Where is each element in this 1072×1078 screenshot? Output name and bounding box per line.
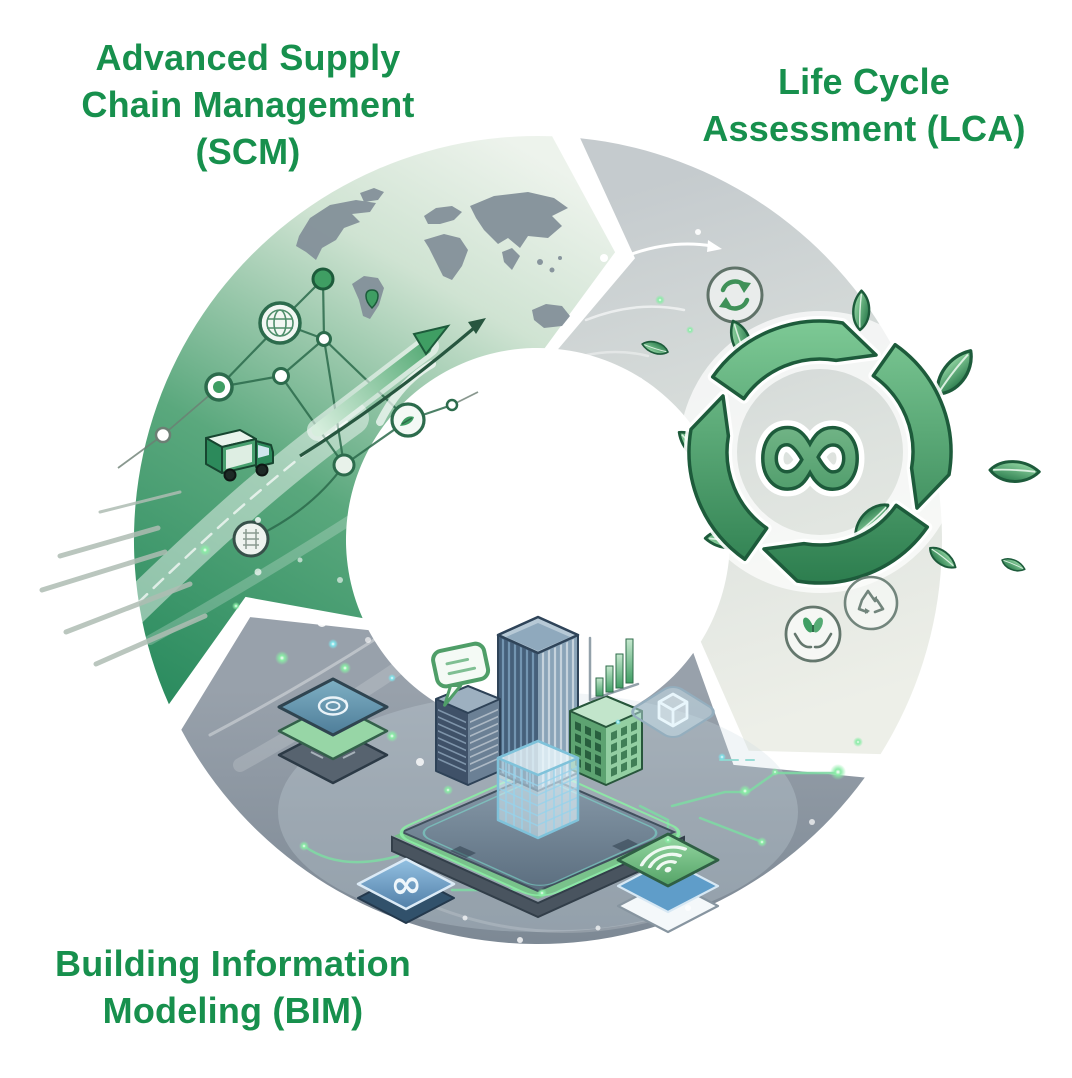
green-building [569, 695, 643, 786]
circular-arrow-icon [687, 394, 769, 562]
circular-arrows-ring [684, 316, 956, 588]
network-node [332, 453, 356, 477]
wifi-tile-icon [616, 832, 720, 934]
layer-tiles-icon [277, 677, 389, 785]
recycle-icon [843, 575, 899, 631]
speed-streaks [39, 490, 208, 667]
network-node [316, 331, 332, 347]
label-scm-line1: Advanced Supply [95, 37, 401, 78]
skyscraper-left [435, 685, 501, 786]
bim-illustration: ∞ [277, 615, 863, 943]
speech-bubble-icon [431, 641, 491, 707]
logistics-network [117, 267, 479, 558]
circular-arrow-icon [710, 319, 878, 401]
hands-holding-plant-icon [784, 605, 842, 663]
label-scm-line2: Chain Management [81, 84, 415, 125]
map-pin-icon [365, 289, 379, 310]
label-bim-line1: Building Information [55, 943, 411, 984]
label-bim-line2: Modeling (BIM) [102, 990, 364, 1031]
motion-arrows [546, 240, 722, 370]
wireframe-building [496, 739, 580, 840]
network-node [154, 426, 172, 444]
cube-tile-icon [631, 686, 715, 738]
glow-dots-bim [299, 639, 863, 943]
platform-glow-outline [399, 769, 681, 897]
infinity-tile-icon: ∞ [356, 857, 456, 924]
network-node [272, 367, 290, 385]
scm-illustration [39, 188, 570, 795]
network-node [311, 267, 335, 291]
label-scm: Advanced Supply Chain Management (SCM) [28, 34, 468, 175]
svg-text:∞: ∞ [752, 371, 869, 534]
label-scm-line3: (SCM) [195, 131, 301, 172]
sparkle-dots-lca [573, 229, 701, 433]
svg-text:∞: ∞ [388, 861, 423, 908]
infinity-loop-icon: ∞ ∞ [743, 362, 878, 543]
growth-arrow-icon [307, 324, 451, 441]
arc-segment-scm [133, 135, 616, 705]
leaf-icon [999, 552, 1027, 577]
lca-illustration: ∞ ∞ [546, 229, 1042, 663]
circular-arrow-icon [871, 342, 953, 510]
eco-route-icon [390, 402, 426, 438]
trend-arrow-icon [299, 318, 486, 458]
svg-text:∞: ∞ [752, 371, 869, 534]
network-node [445, 398, 459, 412]
label-bim: Building Information Modeling (BIM) [10, 940, 456, 1034]
world-map-icon [296, 188, 570, 328]
microchip-icon [232, 520, 270, 558]
leaf-icon [986, 453, 1042, 490]
label-lca-line1: Life Cycle [777, 61, 951, 102]
circular-arrow-icon [762, 503, 930, 585]
network-node-core [213, 381, 225, 393]
label-lca: Life Cycle Assessment (LCA) [656, 58, 1072, 152]
label-lca-line2: Assessment (LCA) [702, 108, 1026, 149]
globe-icon [258, 301, 302, 345]
delivery-truck-icon [205, 429, 274, 482]
refresh-icon [706, 266, 764, 324]
bar-chart-icon [588, 636, 640, 702]
